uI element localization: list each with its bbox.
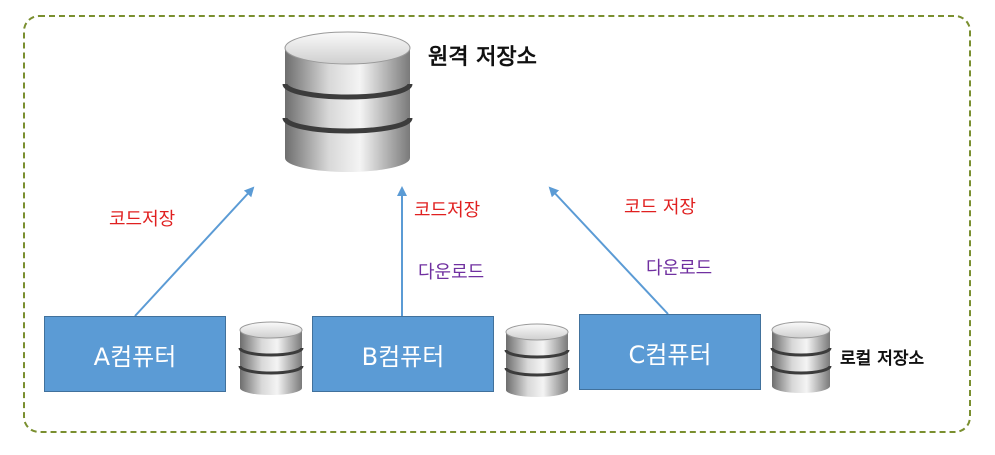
computer-c: C컴퓨터 — [579, 314, 761, 390]
computer-a: A컴퓨터 — [44, 316, 226, 392]
local-storage-label: 로컬 저장소 — [840, 349, 925, 369]
arrow-a-to-remote — [134, 186, 255, 317]
remote-storage-label: 원격 저장소 — [428, 45, 537, 70]
local-database-icon-b — [504, 323, 570, 397]
arrow-c-to-remote — [548, 186, 669, 315]
computer-c-label: C컴퓨터 — [628, 340, 712, 369]
download-label-b: 다운로드 — [418, 262, 485, 283]
remote-database-icon — [282, 31, 413, 172]
code-save-label-a: 코드저장 — [109, 209, 176, 230]
code-save-label-c: 코드 저장 — [624, 197, 696, 218]
code-save-label-b: 코드저장 — [414, 200, 481, 221]
diagram-frame — [23, 15, 971, 433]
local-database-icon-a — [238, 321, 304, 395]
computer-b: B컴퓨터 — [312, 316, 494, 392]
local-database-icon-c — [770, 321, 832, 393]
computer-b-label: B컴퓨터 — [361, 342, 445, 371]
download-label-c: 다운로드 — [646, 258, 713, 279]
computer-a-label: A컴퓨터 — [93, 342, 177, 371]
